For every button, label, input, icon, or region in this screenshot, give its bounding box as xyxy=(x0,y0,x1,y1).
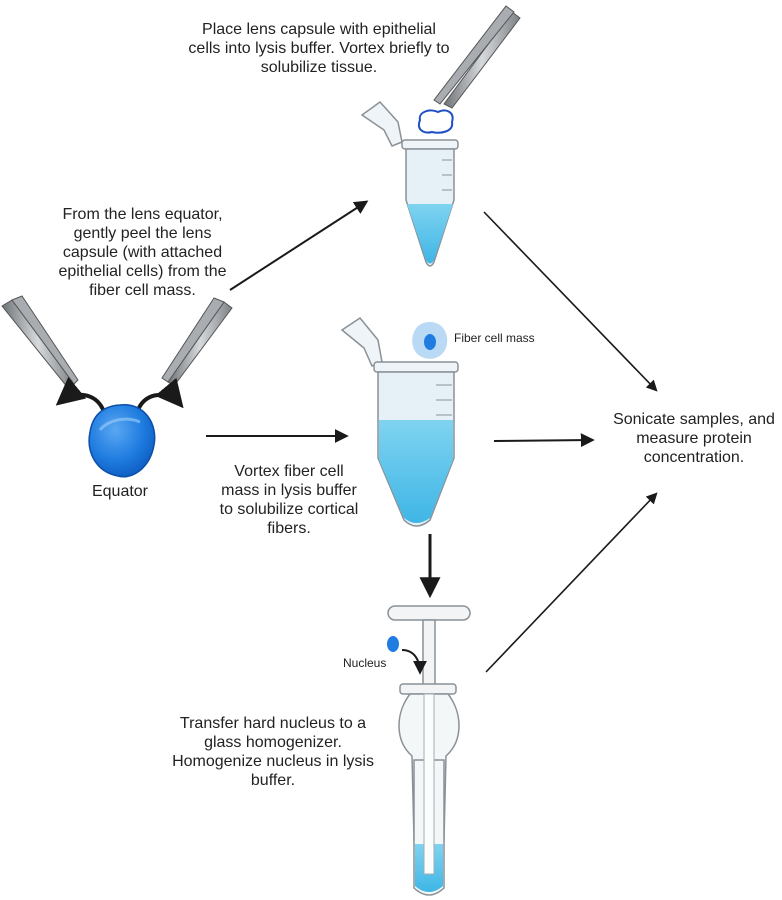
microtube-fiber-icon xyxy=(340,316,459,527)
fiber-cell-mass-label: Fiber cell mass xyxy=(454,331,535,345)
curved-arrow-right-icon xyxy=(136,377,184,411)
nucleus-label: Nucleus xyxy=(343,656,387,670)
microtube-capsule-icon xyxy=(360,100,459,267)
arrow-peel-to-capsule xyxy=(229,200,369,291)
arrow-homogenizer-to-final xyxy=(485,492,658,673)
equator-label: Equator xyxy=(91,483,149,500)
forceps-left-icon xyxy=(1,295,79,389)
arrow-capsule-to-final xyxy=(483,211,658,392)
curved-arrow-left-icon xyxy=(55,376,106,413)
lens-icon xyxy=(88,404,156,478)
arrow-fiber-to-final xyxy=(493,433,595,448)
peel-step-text: From the lens equator, gently peel the l… xyxy=(58,206,227,299)
nucleus-step-text: Transfer hard nucleus to a glass homogen… xyxy=(172,715,374,789)
final-step-text: Sonicate samples, and measure protein co… xyxy=(613,411,775,466)
fiber-step-text: Vortex fiber cell mass in lysis buffer t… xyxy=(219,463,359,537)
capsule-step-text: Place lens capsule with epithelial cells… xyxy=(188,21,450,76)
lens-capsule-icon xyxy=(418,109,454,134)
forceps-right-icon xyxy=(161,297,233,387)
nucleus-arrow-icon xyxy=(401,649,427,675)
forceps-top-icon xyxy=(433,5,521,109)
glass-homogenizer-icon xyxy=(387,605,471,896)
nucleus-icon xyxy=(387,636,399,652)
fiber-cell-mass-icon xyxy=(412,322,448,359)
